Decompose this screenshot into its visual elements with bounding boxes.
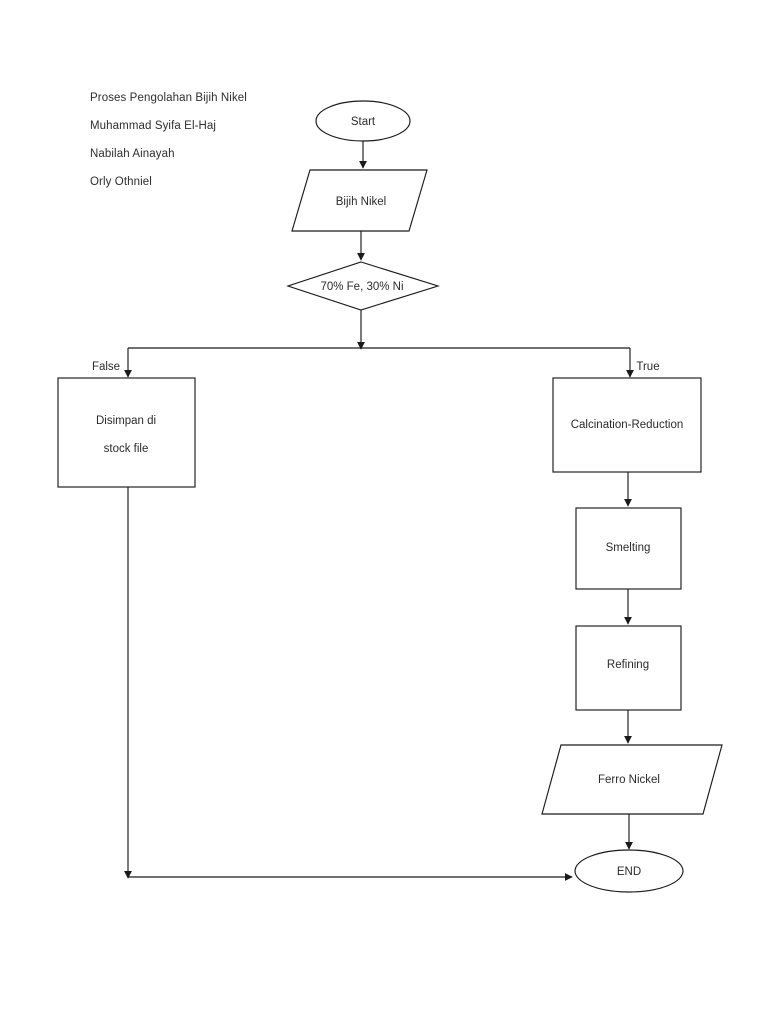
output-product-label: Ferro Nickel bbox=[598, 774, 660, 786]
node-calcination: Calcination-Reduction bbox=[552, 377, 702, 473]
refining-rect-shape bbox=[575, 625, 682, 711]
header-line-author-2: Nabilah Ainayah bbox=[90, 148, 175, 160]
input-ore-parallelogram-shape bbox=[291, 169, 428, 232]
header-text-block: Proses Pengolahan Bijih Nikel Muhammad S… bbox=[90, 84, 330, 196]
branch-label-true: True bbox=[636, 361, 659, 373]
stock-file-label-line2: stock file bbox=[104, 443, 149, 455]
refining-label: Refining bbox=[607, 659, 649, 671]
output-product-parallelogram-shape bbox=[541, 744, 723, 815]
end-label: END bbox=[617, 866, 641, 878]
stock-file-rect-shape bbox=[57, 377, 196, 488]
calcination-label: Calcination-Reduction bbox=[571, 419, 684, 431]
node-end: END bbox=[574, 849, 684, 893]
stock-file-label-line1: Disimpan di bbox=[96, 415, 156, 427]
header-line-author-1: Muhammad Syifa El-Haj bbox=[90, 120, 217, 132]
end-ellipse-shape bbox=[574, 849, 684, 893]
start-label: Start bbox=[351, 116, 376, 128]
node-decision: 70% Fe, 30% Ni bbox=[286, 261, 440, 311]
node-input-ore: Bijih Nikel bbox=[291, 169, 428, 232]
smelting-label: Smelting bbox=[606, 542, 651, 554]
header-line-author-3: Orly Othniel bbox=[90, 176, 152, 188]
smelting-rect-shape bbox=[575, 507, 682, 590]
calcination-rect-shape bbox=[552, 377, 702, 473]
input-ore-label: Bijih Nikel bbox=[336, 196, 387, 208]
decision-label: 70% Fe, 30% Ni bbox=[320, 281, 403, 293]
header-line-title: Proses Pengolahan Bijih Nikel bbox=[90, 92, 247, 104]
node-start: Start bbox=[315, 100, 411, 142]
node-refining: Refining bbox=[575, 625, 682, 711]
node-stock-file: Disimpan di stock file bbox=[57, 377, 196, 488]
node-smelting: Smelting bbox=[575, 507, 682, 590]
node-output-product: Ferro Nickel bbox=[541, 744, 723, 815]
branch-label-false: False bbox=[92, 361, 120, 373]
